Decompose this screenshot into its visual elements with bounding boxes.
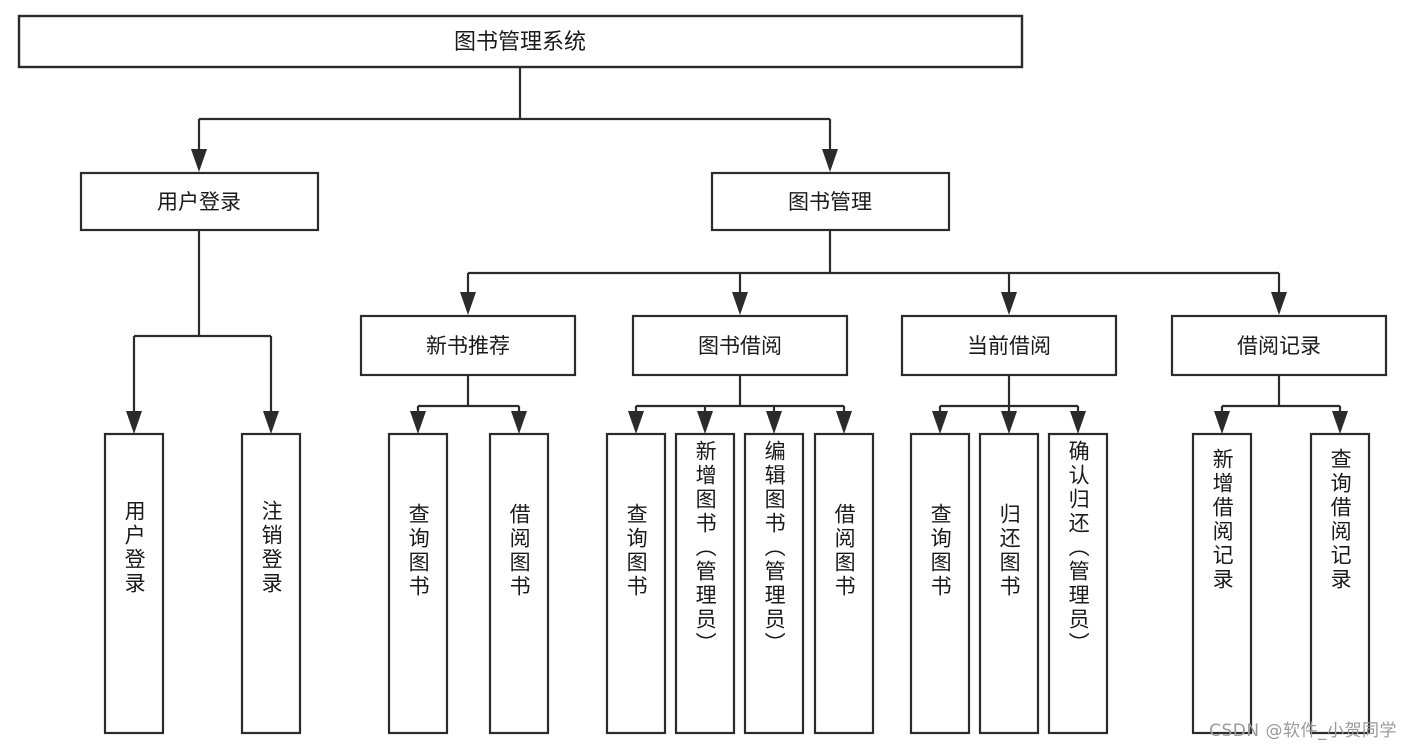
node-book-management[interactable]: 图书管理 [710,171,951,232]
node-user-login[interactable]: 用户登录 [79,171,320,232]
node-user-login-box [79,171,320,232]
connector-root-to-level1 [191,67,838,172]
arrowhead-icon [126,411,142,434]
leaf-box-borrow-books-rec[interactable] [488,432,550,735]
arrowhead-icon [766,411,782,434]
node-current-borrow-box [900,314,1118,377]
leaf-box-return-books[interactable] [978,432,1040,735]
node-current-borrow[interactable]: 当前借阅 [900,314,1118,377]
arrowhead-icon [410,411,426,434]
arrowhead-icon [191,149,207,172]
leaf-box-confirm-return-admin[interactable] [1047,432,1109,735]
leaf-box-query-books-current[interactable] [909,432,971,735]
arrowhead-icon [1001,411,1017,434]
node-borrow-record[interactable]: 借阅记录 [1170,314,1388,377]
arrowhead-icon [1214,411,1230,434]
node-root-label: 图书管理系统 [454,30,586,55]
connector-new-book-recommend-to-leaves [410,375,527,434]
arrowhead-icon [932,411,948,434]
arrowhead-icon [263,411,279,434]
leaf-box-borrow-books[interactable] [813,432,875,735]
node-new-book-recommend-label: 新书推荐 [426,334,510,358]
connector-book-borrow-to-leaves [628,375,852,434]
node-book-management-label: 图书管理 [788,190,872,214]
arrowhead-icon [697,411,713,434]
leaf-box-add-borrow-record[interactable] [1191,432,1253,735]
node-new-book-recommend[interactable]: 新书推荐 [359,314,577,377]
leaf-box-query-borrow-record[interactable] [1309,432,1371,735]
arrowhead-icon [1001,292,1017,315]
node-new-book-recommend-box [359,314,577,377]
leaf-box-edit-book-admin[interactable] [743,432,805,735]
connector-current-borrow-to-leaves [932,375,1086,434]
node-current-borrow-label: 当前借阅 [967,334,1051,358]
leaf-box-query-books-rec[interactable] [387,432,449,735]
node-book-borrow-label: 图书借阅 [698,334,782,358]
connector-borrow-record-to-leaves [1214,375,1348,434]
node-root[interactable]: 图书管理系统 [17,14,1024,69]
arrowhead-icon [511,411,527,434]
arrowhead-icon [1332,411,1348,434]
leaf-node-boxes [103,432,1371,735]
leaf-box-user-login[interactable] [103,432,165,735]
arrowhead-icon [1070,411,1086,434]
node-borrow-record-label: 借阅记录 [1237,334,1321,358]
arrowhead-icon [836,411,852,434]
leaf-box-logout[interactable] [240,432,302,735]
csdn-watermark: CSDN @软件_小贺同学 [1209,721,1397,741]
connector-book-management-to-level2 [460,230,1287,315]
connector-user-login-to-leaves [126,230,279,434]
arrowhead-icon [460,292,476,315]
leaf-box-query-books-borrow[interactable] [605,432,667,735]
arrowhead-icon [628,411,644,434]
node-root-box [17,14,1024,69]
node-user-login-label: 用户登录 [157,190,241,214]
arrowhead-icon [1271,292,1287,315]
leaf-box-add-book-admin[interactable] [674,432,736,735]
arrowhead-icon [822,149,838,172]
node-book-borrow[interactable]: 图书借阅 [631,314,849,377]
arrowhead-icon [732,292,748,315]
